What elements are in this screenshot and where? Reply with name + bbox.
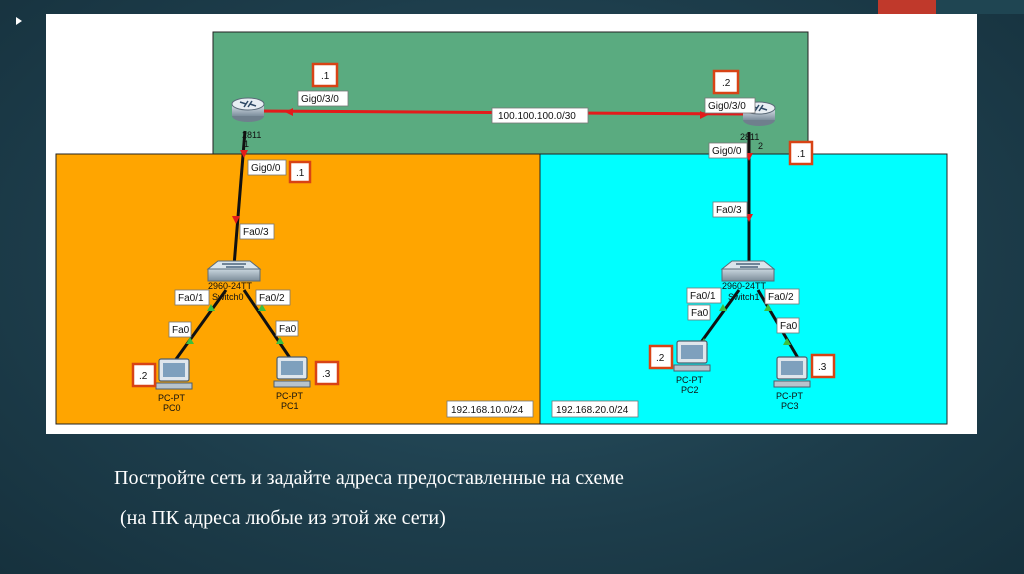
pc0-port-label: Fa0 — [172, 325, 190, 336]
switch1-uplink-label: Fa0/3 — [716, 205, 742, 216]
switch0-to-pc1-link — [242, 289, 292, 359]
link-up-indicator — [764, 304, 772, 311]
wan-network-label: 100.100.100.0/30 — [498, 111, 576, 122]
lan1-network-label: 192.168.10.0/24 — [451, 405, 524, 416]
pc1-address-label: .3 — [322, 369, 331, 380]
switch0-uplink-endpoint — [232, 216, 240, 224]
slide-accent-bar — [878, 0, 1024, 14]
pc2-port-label: Fa0 — [691, 308, 709, 319]
link-up-indicator — [719, 304, 727, 311]
link-up-indicator — [258, 304, 266, 311]
switch0-icon[interactable] — [206, 260, 262, 282]
switch1-name-label: Switch1 — [728, 292, 760, 302]
caption-line-1: Постройте сеть и задайте адреса предоста… — [114, 467, 624, 489]
switch0-uplink-label: Fa0/3 — [243, 227, 269, 238]
pc3-icon[interactable] — [773, 356, 811, 388]
pc2-address-label: .2 — [656, 353, 665, 364]
r1-link-endpoint — [240, 150, 248, 158]
r1-lan-iface-label: Gig0/0 — [251, 163, 281, 174]
r1-model-label: 2811 — [242, 130, 261, 140]
pc3-type-label: PC-PT — [776, 391, 804, 401]
pc3-address-label: .3 — [818, 362, 827, 373]
r1-lan-address-label: .1 — [296, 168, 305, 179]
pc0-address-label: .2 — [139, 371, 148, 382]
r2-name-label: 2 — [758, 141, 763, 151]
link-up-indicator — [207, 304, 215, 311]
r2-address-label: .2 — [722, 78, 731, 89]
wan-link-endpoint-left — [285, 108, 293, 116]
switch0-to-pc0-link — [172, 289, 228, 363]
link-up-indicator — [276, 337, 284, 344]
switch1-port-right-label: Fa0/2 — [768, 292, 794, 303]
pc0-icon[interactable] — [155, 358, 193, 390]
pc2-type-label: PC-PT — [676, 375, 704, 385]
switch0-port-right-label: Fa0/2 — [259, 293, 285, 304]
slide-arrow-icon — [16, 17, 22, 25]
router-r1-icon[interactable] — [231, 97, 265, 122]
r2-wan-iface-label: Gig0/3/0 — [708, 101, 746, 112]
pc2-icon[interactable] — [673, 340, 711, 372]
pc3-name-label: PC3 — [781, 401, 799, 411]
switch0-name-label: Switch0 — [212, 292, 244, 302]
r1-wan-iface-label: Gig0/3/0 — [301, 94, 339, 105]
network-diagram: .1 .2 .1 .1 .2 .3 .2 .3 Gig0/3/0 Gig0/3/… — [46, 14, 977, 434]
slide-caption: Постройте сеть и задайте адреса предоста… — [114, 458, 974, 538]
pc0-type-label: PC-PT — [158, 393, 186, 403]
pc2-name-label: PC2 — [681, 385, 699, 395]
pc1-icon[interactable] — [273, 356, 311, 388]
link-up-indicator — [783, 338, 791, 345]
pc3-port-label: Fa0 — [780, 321, 798, 332]
switch0-model-label: 2960-24TT — [208, 281, 253, 291]
switch0-port-left-label: Fa0/1 — [178, 293, 204, 304]
caption-line-2: (на ПК адреса любые из этой же сети) — [120, 507, 446, 529]
pc1-name-label: PC1 — [281, 401, 299, 411]
switch1-icon[interactable] — [720, 260, 776, 282]
lan2-network-label: 192.168.20.0/24 — [556, 405, 629, 416]
switch1-port-left-label: Fa0/1 — [690, 291, 716, 302]
pc1-port-label: Fa0 — [279, 324, 297, 335]
r1-name-label: 1 — [244, 139, 249, 149]
r2-lan-address-label: .1 — [797, 149, 806, 160]
wan-link-endpoint-right — [700, 111, 708, 119]
pc1-type-label: PC-PT — [276, 391, 304, 401]
switch1-model-label: 2960-24TT — [722, 281, 767, 291]
r2-lan-iface-label: Gig0/0 — [712, 146, 742, 157]
pc0-name-label: PC0 — [163, 403, 181, 413]
r1-address-label: .1 — [321, 71, 330, 82]
link-up-indicator — [186, 337, 194, 344]
r2-model-label: 2811 — [740, 132, 759, 142]
